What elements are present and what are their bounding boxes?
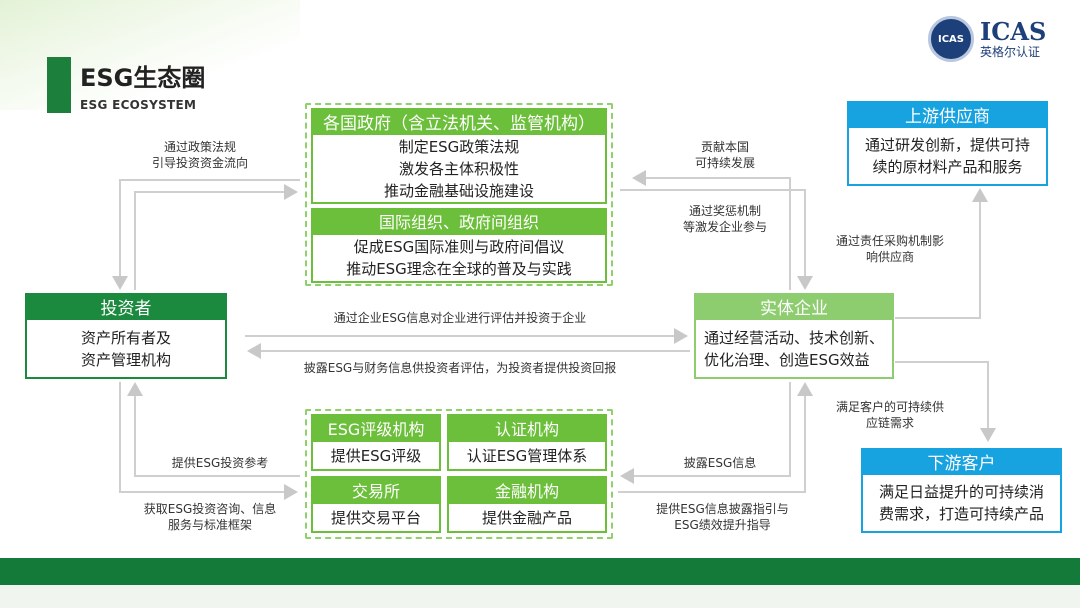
government-group bbox=[305, 103, 613, 286]
intl-org-title: 国际组织、政府间组织 bbox=[311, 208, 607, 234]
page-subtitle: ESG ECOSYSTEM bbox=[80, 98, 197, 112]
service-providers-group bbox=[305, 409, 613, 539]
logo-text: ICAS bbox=[980, 17, 1047, 46]
financial-institution-title: 金融机构 bbox=[447, 476, 607, 503]
rating-agency-body: 提供ESG评级 bbox=[311, 440, 441, 471]
label-supply: 满足客户的可持续供应链需求 bbox=[835, 400, 944, 430]
page-title: ESG生态圈 bbox=[80, 64, 206, 92]
intl-org-body: 促成ESG国际准则与政府间倡议 推动ESG理念在全球的普及与实践 bbox=[311, 233, 607, 283]
upstream-body: 通过研发创新，提供可持 续的原材料产品和服务 bbox=[847, 126, 1048, 186]
downstream-line: 费需求，打造可持续产品 bbox=[878, 505, 1044, 523]
financial-institution-body: 提供金融产品 bbox=[447, 502, 607, 533]
logo-seal-icon: ICAS bbox=[928, 16, 974, 62]
downstream-line: 满足日益提升的可持续消 bbox=[878, 483, 1044, 501]
government-title: 各国政府（含立法机关、监管机构） bbox=[311, 108, 607, 134]
investor-body: 资产所有者及 资产管理机构 bbox=[25, 318, 227, 379]
intl-line: 推动ESG理念在全球的普及与实践 bbox=[346, 260, 572, 278]
title-accent-bar bbox=[47, 57, 71, 113]
upstream-title: 上游供应商 bbox=[847, 101, 1048, 127]
gov-line: 制定ESG政策法规 bbox=[398, 137, 520, 156]
arrow-enterprise-to-services bbox=[620, 382, 791, 484]
label-procure: 通过责任采购机制影响供应商 bbox=[835, 234, 944, 264]
arrow-services-to-enterprise bbox=[618, 382, 813, 493]
gov-line: 激发各主体积极性 bbox=[398, 159, 519, 178]
gov-line: 推动金融基础设施建设 bbox=[383, 181, 534, 200]
investor-line: 资产管理机构 bbox=[80, 350, 171, 369]
label-disclose: 披露ESG信息 bbox=[683, 456, 757, 470]
label-contribute: 贡献本国可持续发展 bbox=[694, 140, 755, 170]
label-policy: 通过政策法规引导投资资金流向 bbox=[151, 140, 248, 170]
exchange-body: 提供交易平台 bbox=[311, 502, 441, 533]
enterprise-body: 通过经营活动、技术创新、 优化治理、创造ESG效益 bbox=[694, 318, 894, 379]
footer-bar bbox=[0, 558, 1080, 585]
footer-strip bbox=[0, 585, 1080, 608]
arrow-enterprise-to-gov bbox=[632, 170, 791, 290]
logo-cn: 英格尔认证 bbox=[980, 45, 1041, 59]
government-body: 制定ESG政策法规 激发各主体积极性 推动金融基础设施建设 bbox=[311, 133, 607, 204]
arrow-enterprise-to-upstream bbox=[895, 188, 988, 319]
label-disclose-financial: 披露ESG与财务信息供投资者评估，为投资者提供投资回报 bbox=[303, 361, 617, 375]
rating-agency-title: ESG评级机构 bbox=[311, 414, 441, 441]
downstream-body: 满足日益提升的可持续消 费需求，打造可持续产品 bbox=[861, 473, 1062, 533]
arrow-services-to-investor bbox=[127, 382, 300, 477]
arrow-gov-to-investor bbox=[112, 179, 300, 290]
label-consult: 获取ESG投资咨询、信息服务与标准框架 bbox=[143, 502, 277, 532]
intl-line: 促成ESG国际准则与政府间倡议 bbox=[353, 238, 565, 256]
label-incentive: 通过奖惩机制等激发企业参与 bbox=[682, 204, 767, 234]
enterprise-title: 实体企业 bbox=[694, 293, 894, 319]
enterprise-line: 通过经营活动、技术创新、 bbox=[704, 328, 885, 347]
upstream-line: 续的原材料产品和服务 bbox=[872, 158, 1023, 176]
arrow-investor-to-gov bbox=[134, 184, 298, 290]
label-evaluate: 通过企业ESG信息对企业进行评估并投资于企业 bbox=[333, 311, 587, 325]
certification-body-body: 认证ESG管理体系 bbox=[447, 440, 607, 471]
downstream-title: 下游客户 bbox=[861, 448, 1062, 474]
arrow-investor-to-services bbox=[119, 382, 298, 500]
arrow-gov-to-enterprise bbox=[620, 189, 813, 290]
enterprise-line: 优化治理、创造ESG效益 bbox=[704, 350, 870, 369]
arrow-enterprise-to-downstream bbox=[895, 361, 996, 442]
exchange-title: 交易所 bbox=[311, 476, 441, 503]
upstream-line: 通过研发创新，提供可持 bbox=[864, 136, 1030, 154]
label-reference: 提供ESG投资参考 bbox=[171, 456, 269, 470]
certification-body-title: 认证机构 bbox=[447, 414, 607, 441]
investor-line: 资产所有者及 bbox=[80, 328, 171, 347]
investor-title: 投资者 bbox=[25, 293, 227, 319]
